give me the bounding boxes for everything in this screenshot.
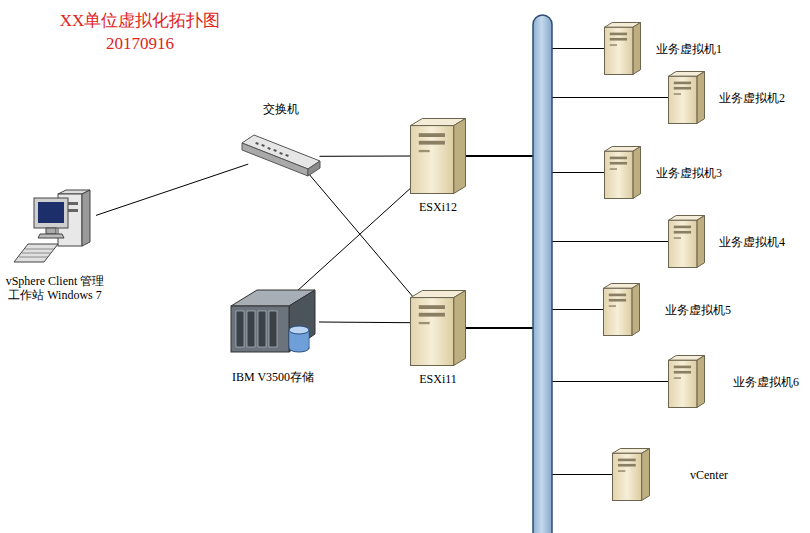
device-label: ESXi12 [419, 200, 457, 214]
network-link [320, 156, 411, 157]
device-node: vSphere Client 管理工作站 Windows 7 [5, 188, 105, 302]
device-label: 业务虚拟机2 [719, 91, 785, 105]
device-label: vSphere Client 管理工作站 Windows 7 [5, 274, 105, 302]
server-icon [668, 71, 705, 124]
server-icon [604, 146, 641, 199]
network-link [466, 98, 668, 157]
device-node: 业务虚拟机5 [603, 283, 731, 336]
device-node: ESXi11 [410, 290, 466, 386]
date-label: 20170916 [40, 33, 240, 55]
device-label: ESXi11 [419, 372, 457, 386]
server-icon [612, 448, 650, 501]
network-link [306, 170, 416, 300]
device-label: IBM V3500存储 [232, 370, 314, 384]
storage-icon [227, 288, 319, 356]
server-icon [668, 355, 705, 408]
device-node: 业务虚拟机2 [668, 71, 785, 124]
network-link [291, 189, 410, 297]
device-node: ESXi12 [410, 118, 466, 214]
diagram-title: XX单位虚拟化拓扑图 [40, 10, 240, 32]
device-node: IBM V3500存储 [227, 288, 319, 384]
device-label: 业务虚拟机3 [656, 166, 722, 180]
device-label: 交换机 [263, 102, 299, 116]
device-node: 业务虚拟机1 [604, 22, 722, 75]
device-label: 业务虚拟机6 [733, 375, 799, 389]
switch-icon [240, 131, 322, 177]
device-label: 业务虚拟机5 [665, 303, 731, 317]
server-icon [410, 290, 466, 366]
device-node: 业务虚拟机4 [668, 215, 785, 268]
server-icon [668, 215, 705, 268]
device-node: 交换机 [240, 102, 322, 177]
network-link [96, 164, 248, 215]
device-node: 业务虚拟机6 [668, 355, 799, 408]
server-icon [410, 118, 466, 194]
network-link [466, 328, 668, 382]
workstation-icon [14, 188, 96, 264]
device-label: 业务虚拟机4 [719, 235, 785, 249]
device-node: vCenter [612, 448, 728, 501]
server-icon [603, 283, 640, 336]
bus-bar [533, 15, 552, 533]
server-icon [604, 22, 641, 75]
device-node: 业务虚拟机3 [604, 146, 722, 199]
network-link [319, 322, 410, 324]
device-label: 业务虚拟机1 [656, 42, 722, 56]
device-label: vCenter [690, 468, 728, 482]
